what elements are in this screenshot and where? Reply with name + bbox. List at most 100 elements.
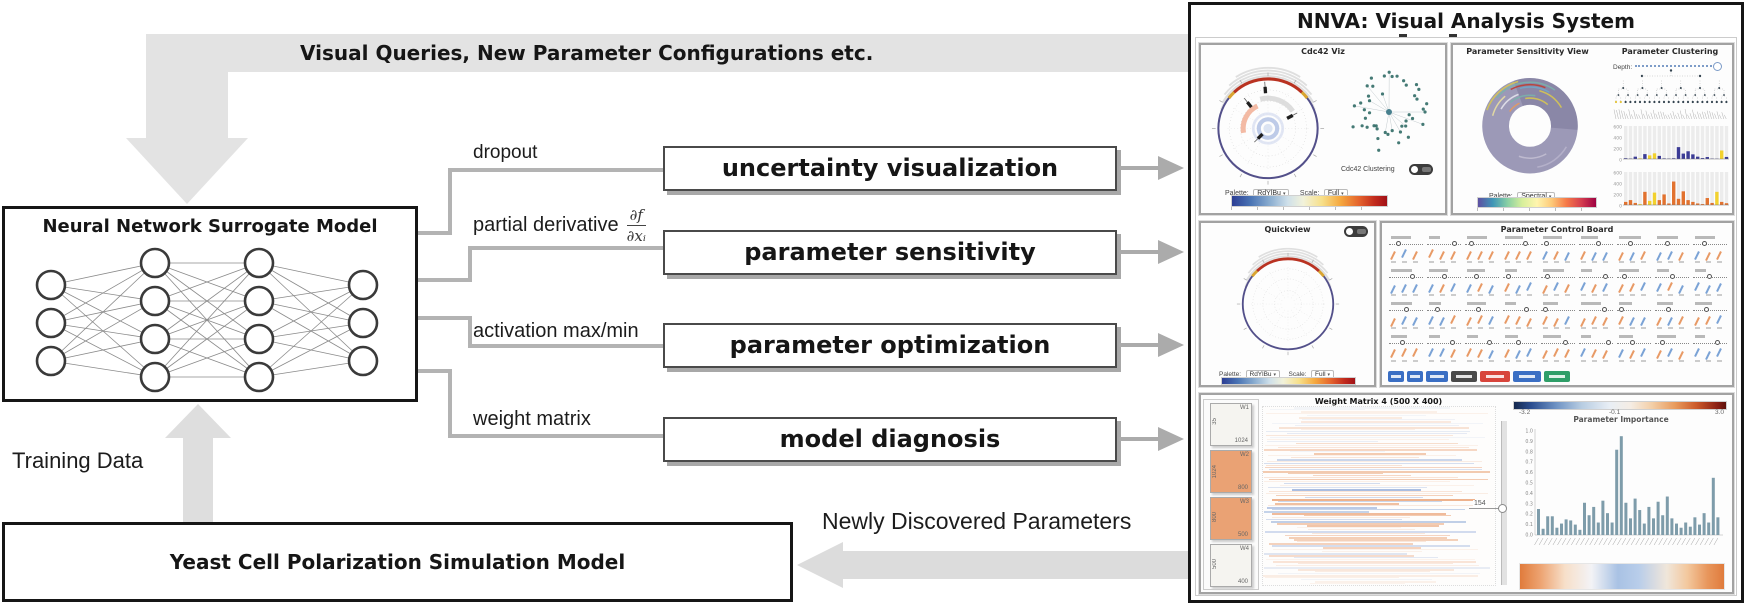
slider-track[interactable] — [1465, 244, 1499, 245]
slider-handle[interactable] — [1704, 307, 1709, 312]
slider-handle[interactable] — [1702, 241, 1707, 246]
parameter-slider-cell[interactable] — [1464, 235, 1500, 266]
slider-track[interactable] — [1693, 244, 1727, 245]
parameter-slider-cell[interactable] — [1388, 235, 1424, 266]
slider-track[interactable] — [1655, 244, 1689, 245]
slider-handle[interactable] — [1404, 307, 1409, 312]
parameter-slider-cell[interactable] — [1654, 235, 1690, 266]
parameter-slider-cell[interactable] — [1616, 301, 1652, 332]
parameter-slider-cell[interactable] — [1578, 301, 1614, 332]
slider-track[interactable] — [1465, 310, 1499, 311]
parameter-slider-cell[interactable] — [1692, 268, 1728, 299]
palette-dropdown[interactable]: RdYlBu — [1253, 189, 1290, 198]
slider-handle[interactable] — [1660, 340, 1665, 345]
parameter-slider-cell[interactable] — [1502, 235, 1538, 266]
slider-track[interactable] — [1541, 310, 1575, 311]
parameter-slider-cell[interactable] — [1388, 301, 1424, 332]
slider-track[interactable] — [1655, 310, 1689, 311]
slider-handle[interactable] — [1396, 241, 1401, 246]
control-board-button[interactable] — [1407, 371, 1423, 382]
slider-handle[interactable] — [1622, 274, 1627, 279]
slider-track[interactable] — [1503, 244, 1537, 245]
parameter-slider-cell[interactable] — [1578, 334, 1614, 365]
parameter-slider-cell[interactable] — [1464, 334, 1500, 365]
slider-handle[interactable] — [1442, 274, 1447, 279]
slider-handle[interactable] — [1523, 241, 1528, 246]
slider-track[interactable] — [1465, 277, 1499, 278]
slider-track[interactable] — [1465, 343, 1499, 344]
quickview-polar-plot[interactable] — [1213, 237, 1363, 361]
slider-track[interactable] — [1655, 343, 1689, 344]
parameter-slider-cell[interactable] — [1464, 301, 1500, 332]
slider-handle[interactable] — [1400, 340, 1405, 345]
parameter-slider-cell[interactable] — [1578, 235, 1614, 266]
slider-handle[interactable] — [1487, 340, 1492, 345]
cdc42-clustering-toggle[interactable] — [1409, 164, 1433, 175]
slider-handle[interactable] — [1516, 340, 1521, 345]
slider-track[interactable] — [1503, 277, 1537, 278]
slider-handle[interactable] — [1628, 241, 1633, 246]
slider-handle[interactable] — [1506, 274, 1511, 279]
parameter-slider-cell[interactable] — [1540, 268, 1576, 299]
parameter-slider-cell[interactable] — [1540, 301, 1576, 332]
cdc42-clustering-graph[interactable] — [1343, 65, 1435, 157]
quickview-toggle[interactable] — [1344, 226, 1368, 237]
parameter-slider-grid[interactable] — [1386, 235, 1730, 367]
slider-handle[interactable] — [1619, 307, 1624, 312]
slider-track[interactable] — [1693, 343, 1727, 344]
cdc42-polar-plot[interactable] — [1203, 55, 1333, 191]
slider-track[interactable] — [1427, 244, 1461, 245]
parameter-slider-cell[interactable] — [1692, 334, 1728, 365]
weight-matrix-heatmap[interactable] — [1262, 406, 1496, 586]
slider-track[interactable] — [1389, 244, 1423, 245]
parameter-slider-cell[interactable] — [1502, 334, 1538, 365]
slider-handle[interactable] — [1603, 274, 1608, 279]
slider-handle[interactable] — [1602, 307, 1607, 312]
parameter-slider-cell[interactable] — [1616, 268, 1652, 299]
control-board-button[interactable] — [1544, 371, 1570, 382]
slider-track[interactable] — [1579, 343, 1613, 344]
parameter-slider-cell[interactable] — [1388, 334, 1424, 365]
slider-handle[interactable] — [1545, 274, 1550, 279]
slider-handle[interactable] — [1715, 340, 1720, 345]
parameter-slider-cell[interactable] — [1426, 334, 1462, 365]
parameter-slider-cell[interactable] — [1426, 268, 1462, 299]
control-board-button[interactable] — [1426, 371, 1448, 382]
slider-track[interactable] — [1389, 343, 1423, 344]
slider-track[interactable] — [1427, 310, 1461, 311]
slider-track[interactable] — [1427, 343, 1461, 344]
parameter-slider-cell[interactable] — [1654, 301, 1690, 332]
parameter-slider-cell[interactable] — [1616, 334, 1652, 365]
slider-handle[interactable] — [1476, 307, 1481, 312]
slider-handle[interactable] — [1707, 274, 1712, 279]
parameter-slider-cell[interactable] — [1540, 334, 1576, 365]
slider-track[interactable] — [1579, 310, 1613, 311]
depth-slider[interactable] — [1635, 62, 1723, 71]
slider-handle[interactable] — [1469, 241, 1474, 246]
parameter-slider-cell[interactable] — [1692, 301, 1728, 332]
slider-handle[interactable] — [1563, 340, 1568, 345]
control-board-button[interactable] — [1388, 371, 1404, 382]
slider-handle[interactable] — [1596, 241, 1601, 246]
parameter-slider-cell[interactable] — [1692, 235, 1728, 266]
slider-track[interactable] — [1389, 277, 1423, 278]
slider-track[interactable] — [1541, 343, 1575, 344]
parameter-slider-cell[interactable] — [1426, 301, 1462, 332]
parameter-slider-cell[interactable] — [1578, 268, 1614, 299]
slider-track[interactable] — [1579, 277, 1613, 278]
slider-track[interactable] — [1541, 244, 1575, 245]
slider-track[interactable] — [1617, 310, 1651, 311]
slider-handle[interactable] — [1435, 307, 1440, 312]
slider-track[interactable] — [1693, 310, 1727, 311]
slider-handle[interactable] — [1452, 241, 1457, 246]
parameter-slider-cell[interactable] — [1616, 235, 1652, 266]
parameter-slider-cell[interactable] — [1388, 268, 1424, 299]
control-board-button[interactable] — [1513, 371, 1541, 382]
slider-track[interactable] — [1541, 277, 1575, 278]
parameter-slider-cell[interactable] — [1426, 235, 1462, 266]
